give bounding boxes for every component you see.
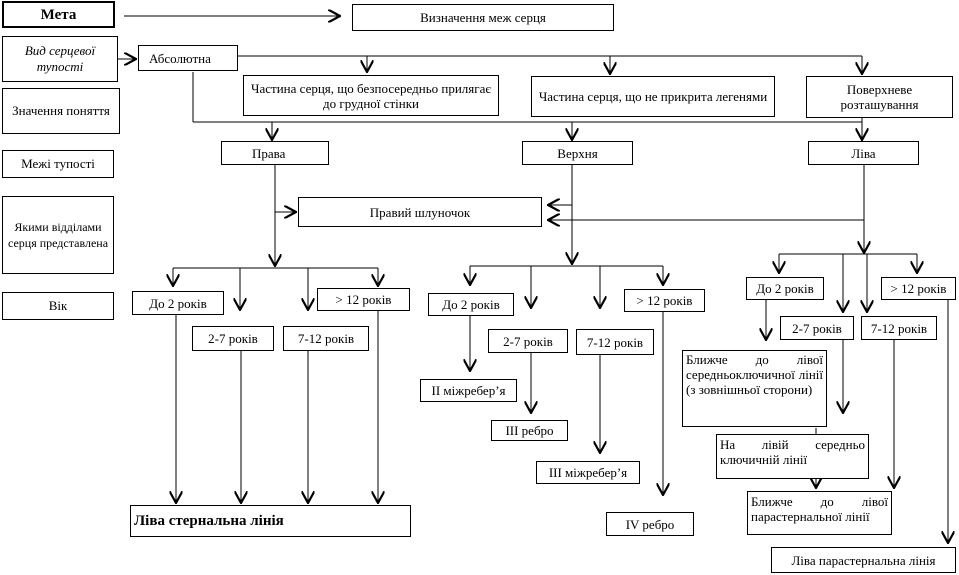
upper-age-2-7: 2-7 років	[488, 329, 568, 353]
left-result-midclavicular: На лівій середньо ключичній лінії	[716, 434, 869, 479]
left-result-near-midclavicular: Ближче до лівої середньоключичної лінії …	[682, 350, 827, 427]
left-age-12-plus: > 12 років	[881, 277, 956, 300]
upper-result-3rd-intercostal: ІІІ міжребер’я	[536, 461, 640, 484]
absolute-box: Абсолютна	[138, 45, 238, 71]
upper-result-2nd-intercostal: ІІ міжребер’я	[420, 379, 517, 402]
heart-parts-label: Якими відділами серця представлена	[2, 196, 114, 274]
right-result-box: Ліва стернальна лінія	[130, 505, 411, 537]
meaning-superficial: Поверхневе розташування	[806, 76, 953, 118]
right-age-0-2: До 2 років	[132, 291, 224, 315]
meaning-adjacent: Частина серця, що безпосередньо прилягає…	[243, 75, 499, 116]
kind-label: Вид серцевої тупості	[2, 36, 118, 82]
left-age-0-2: До 2 років	[746, 277, 824, 300]
upper-result-3rd-rib: ІІІ ребро	[491, 420, 568, 441]
border-right: Права	[221, 141, 329, 165]
upper-age-7-12: 7-12 років	[576, 329, 654, 355]
left-age-2-7: 2-7 років	[780, 316, 854, 340]
left-result-near-parasternal: Ближче до лівої парастернальної лінії	[747, 491, 892, 535]
age-label: Вік	[2, 292, 114, 320]
right-ventricle-box: Правий шлуночок	[298, 197, 542, 227]
upper-result-4th-rib: IV ребро	[606, 512, 694, 536]
borders-label: Межі тупості	[2, 150, 114, 178]
meaning-label: Значення поняття	[2, 88, 120, 134]
border-left: Ліва	[808, 141, 919, 165]
border-upper: Верхня	[522, 141, 633, 165]
upper-age-0-2: До 2 років	[428, 293, 514, 316]
left-age-7-12: 7-12 років	[861, 316, 937, 340]
goal-label: Мета	[2, 1, 115, 28]
right-age-12-plus: > 12 років	[317, 288, 410, 311]
definition-box: Визначення меж серця	[352, 4, 614, 31]
right-age-2-7: 2-7 років	[192, 326, 274, 351]
upper-age-12-plus: > 12 років	[624, 289, 705, 312]
meaning-uncovered: Частина серця, що не прикрита легенями	[531, 76, 775, 117]
right-age-7-12: 7-12 років	[283, 326, 369, 351]
left-result-parasternal: Ліва парастернальна лінія	[771, 547, 956, 573]
